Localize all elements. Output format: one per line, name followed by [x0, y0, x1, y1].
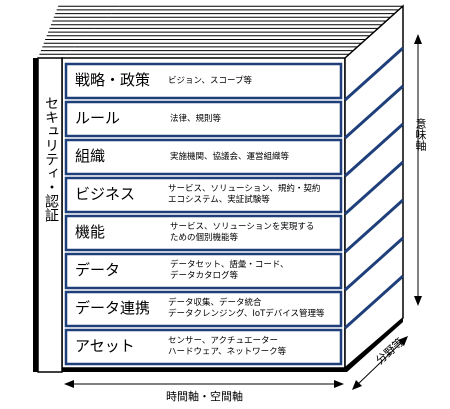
layer-description: センサー、アクチュエーター ハードウェア、ネットワーク等	[168, 336, 287, 357]
security-column	[37, 57, 63, 373]
depth-axis-line	[355, 339, 405, 387]
layer-description: 法律、規則等	[170, 113, 222, 124]
depth-axis-arrow-back	[398, 336, 408, 346]
layer-description: 実施機関、協議会、運営組織等	[170, 151, 290, 162]
layer-description: データ収集、データ統合 データクレンジング、IoTデバイス管理等	[168, 298, 325, 319]
layer-title: ルール	[75, 109, 121, 127]
side-separator	[343, 122, 405, 178]
layer-description: サービス、ソリューション、規約・契約 エコシステム、実証試験等	[168, 184, 321, 205]
layer-title: アセット	[75, 337, 135, 355]
layer-title: ビジネス	[75, 185, 136, 203]
layer-title: 戦略・政策	[75, 71, 151, 89]
side-separator	[343, 160, 405, 216]
layer-band	[64, 328, 343, 366]
layer-title: データ連携	[75, 299, 151, 317]
layer-description: サービス、ソリューションを実現する ための個別機能等	[170, 222, 315, 243]
side-separator	[343, 198, 405, 254]
side-separator	[343, 274, 405, 330]
layer-band	[64, 252, 343, 290]
side-separators	[343, 46, 405, 330]
layer-band	[64, 214, 343, 252]
layer-band	[64, 176, 343, 214]
layer-title: データ	[75, 261, 121, 279]
depth-stack-lines	[39, 5, 403, 55]
side-separator	[343, 236, 405, 292]
vertical-axis-label: 意味軸	[414, 118, 427, 151]
layer-description: データセット、語彙・コード、 データカタログ等	[170, 260, 289, 281]
layer-bands	[64, 62, 343, 366]
horizontal-axis-arrow-right	[334, 380, 344, 388]
depth-axis-arrow-front	[352, 380, 362, 390]
layer-band	[64, 138, 343, 176]
layer-title: 機能	[75, 223, 106, 241]
side-separator	[343, 84, 405, 140]
layer-title: 組織	[75, 147, 106, 165]
layer-description: ビジョン、スコープ等	[168, 75, 252, 86]
security-label: セキュリティ・認証	[43, 96, 59, 222]
layer-band	[64, 290, 343, 328]
horizontal-axis-label: 時間軸・空間軸	[166, 390, 243, 403]
horizontal-axis-arrow-left	[64, 380, 74, 388]
vertical-axis-arrow-up	[414, 34, 422, 44]
layer-band	[64, 62, 343, 100]
vertical-axis-arrow-down	[414, 296, 422, 306]
layer-band	[64, 100, 343, 138]
security-column-shadow	[33, 58, 38, 372]
side-separator	[343, 46, 405, 102]
